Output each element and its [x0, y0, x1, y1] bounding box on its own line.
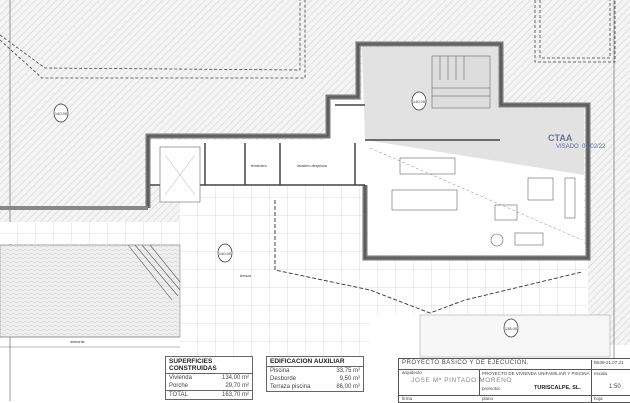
room-label: tendedero [251, 164, 267, 168]
pool [0, 244, 181, 338]
visa-label: VISADO [556, 144, 579, 150]
level-label: 138.00 [505, 326, 518, 331]
scale-label: escala [594, 371, 608, 376]
level-label: 140.00 [413, 99, 426, 104]
signature-label: firma [402, 396, 412, 401]
visa-date: VISADO 04/02/22 [556, 144, 605, 150]
visa-date-value: 04/02/22 [582, 144, 606, 150]
table-row: Desborde 9,50 m² [267, 375, 363, 383]
built-areas-table: SUPERFICIES CONSTRUIDAS Vivienda 134,00 m… [165, 356, 253, 400]
row-label: TOTAL [169, 392, 188, 398]
project-title: PROYECTO BÁSICO Y DE EJECUCIÓN. [402, 360, 529, 366]
visa-stamp: CTAA [548, 133, 573, 143]
project-code: B639-21.07.21 [591, 360, 630, 369]
table-title: EDIFICACION AUXILIAR [267, 357, 363, 367]
row-label: Terraza piscina [270, 384, 311, 390]
row-value: 9,50 m² [339, 376, 360, 382]
table-title: SUPERFICIES CONSTRUIDAS [166, 357, 252, 374]
row-label: Desborde [270, 376, 297, 382]
promoter-label: promotor [482, 386, 501, 391]
project-description: PROYECTO DE VIVIENDA UNIFAMILIAR Y PISCI… [482, 371, 590, 376]
terrace-label: terraza [240, 274, 251, 278]
level-label: 140.00 [55, 111, 68, 116]
scale-value: 1:50 [609, 384, 621, 390]
table-row: Vivienda 134,00 m² [166, 374, 252, 382]
room-label: lavadero-despensa [297, 164, 327, 168]
sheet-label: hoja [594, 396, 603, 401]
row-value: 86,00 m² [336, 384, 360, 390]
architect-label: arquitecto [402, 370, 422, 375]
level-marker [53, 91, 519, 338]
table-row: Porche 29,70 m² [166, 382, 252, 390]
level-label: 140.00 [219, 251, 232, 256]
architect-name: JOSE Mª PINTADO MORENO [411, 377, 513, 384]
overflow-label: desborde [70, 340, 85, 344]
table-total-row: TOTAL 163,70 m² [166, 390, 252, 399]
furniture [391, 157, 576, 247]
title-block: PROYECTO BÁSICO Y DE EJECUCIÓN. B639-21.… [398, 358, 630, 403]
plan-label: plano [482, 396, 494, 401]
row-label: Piscina [270, 368, 290, 374]
row-value: 134,00 m² [221, 375, 249, 381]
row-value: 29,70 m² [225, 383, 249, 389]
row-value: 33,75 m² [336, 368, 360, 374]
row-label: Vivienda [169, 375, 192, 381]
auxiliary-building-table: EDIFICACION AUXILIAR Piscina 33,75 m² Des… [266, 356, 364, 392]
table-row: Terraza piscina 86,00 m² [267, 383, 363, 391]
promoter-name: TURISCALPE, SL. [534, 385, 581, 391]
table-row: Piscina 33,75 m² [267, 367, 363, 375]
row-value: 163,70 m² [221, 392, 249, 398]
row-label: Porche [169, 383, 189, 389]
